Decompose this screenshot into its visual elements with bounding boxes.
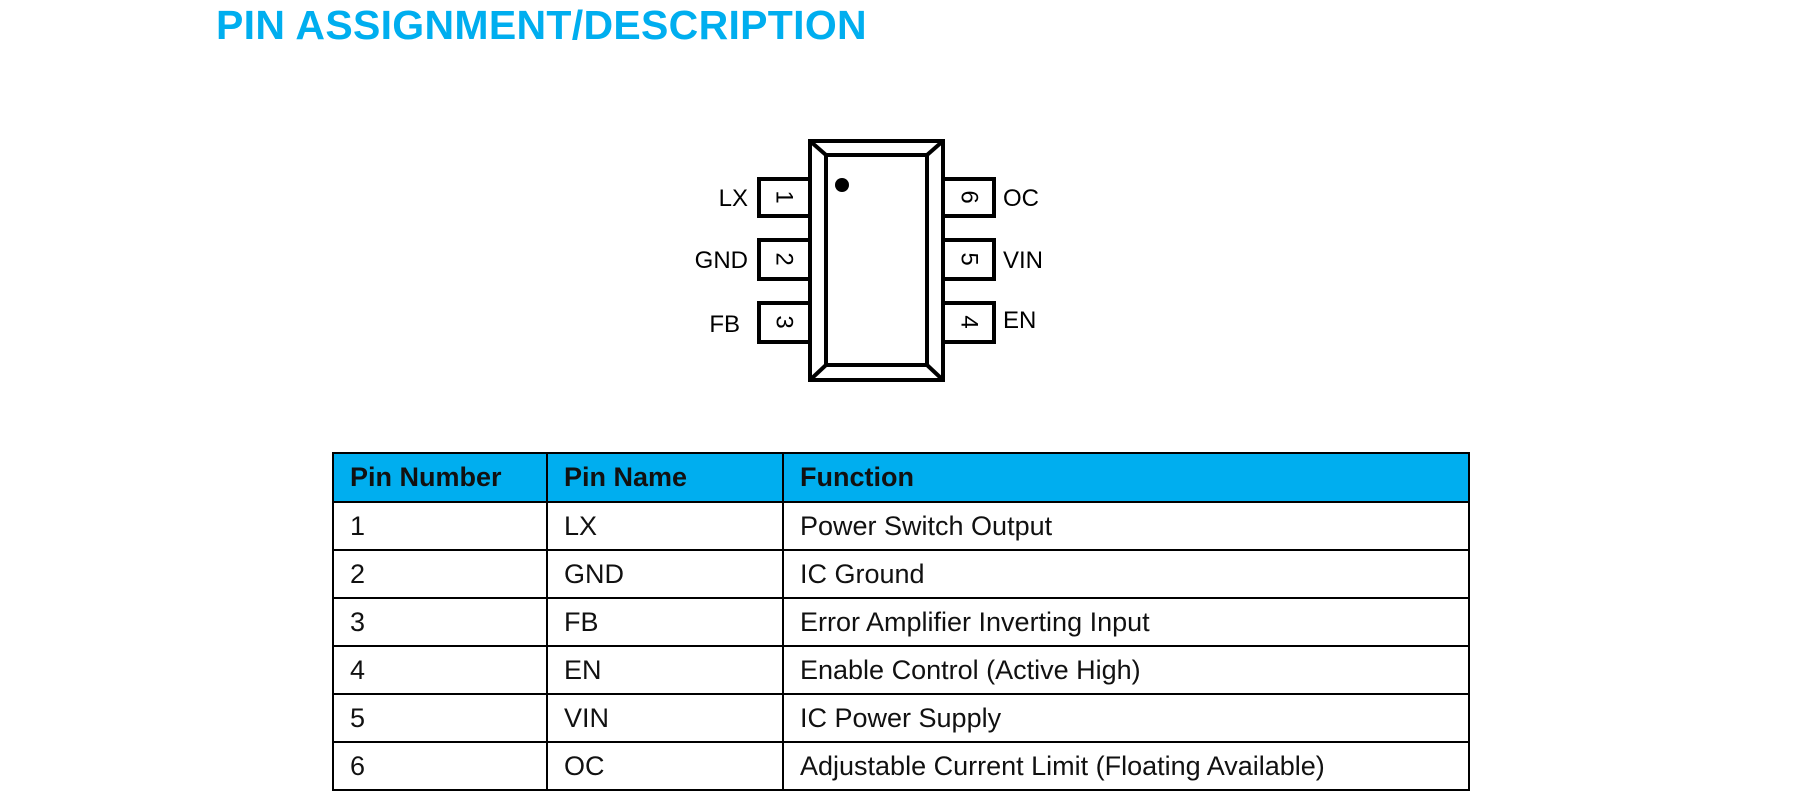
- cell-pin-name: VIN: [546, 693, 784, 743]
- cell-pin-name: FB: [546, 597, 784, 647]
- pin-4: [943, 301, 996, 344]
- cell-pin-number: 2: [332, 549, 548, 599]
- pin-1: [757, 177, 810, 218]
- pin1-indicator-dot: [835, 178, 849, 192]
- table-header-row: Pin Number Pin Name Function: [332, 452, 1470, 503]
- pin-label: EN: [1003, 307, 1036, 334]
- pin-3: [757, 301, 810, 344]
- pin-number: 1: [771, 190, 798, 203]
- pin-number: 2: [771, 252, 798, 265]
- pin-number: 4: [956, 315, 983, 328]
- cell-pin-name: LX: [546, 501, 784, 551]
- pin-2: [757, 238, 810, 281]
- cell-pin-number: 6: [332, 741, 548, 791]
- page-title: PIN ASSIGNMENT/DESCRIPTION: [216, 2, 867, 48]
- cell-pin-name: GND: [546, 549, 784, 599]
- chip-body-outline: [808, 139, 945, 382]
- cell-pin-number: 5: [332, 693, 548, 743]
- cell-pin-number: 3: [332, 597, 548, 647]
- cell-function: IC Power Supply: [782, 693, 1470, 743]
- header-function: Function: [782, 452, 1470, 503]
- chip-body-inner: [824, 153, 929, 367]
- pin-6: [943, 177, 996, 218]
- cell-function: Adjustable Current Limit (Floating Avail…: [782, 741, 1470, 791]
- pin-label: LX: [719, 185, 748, 212]
- pinout-diagram: 1 2 3 6 5 4 LX GND FB OC VIN EN: [695, 139, 1043, 382]
- pin-number: 3: [771, 315, 798, 328]
- header-pin-number: Pin Number: [332, 452, 548, 503]
- pin-label: FB: [709, 311, 740, 338]
- cell-function: Error Amplifier Inverting Input: [782, 597, 1470, 647]
- pin-number: 6: [956, 190, 983, 203]
- header-pin-name: Pin Name: [546, 452, 784, 503]
- pin-5: [943, 238, 996, 281]
- cell-pin-number: 4: [332, 645, 548, 695]
- pin-label: VIN: [1003, 247, 1043, 274]
- pin-label: OC: [1003, 185, 1039, 212]
- cell-pin-number: 1: [332, 501, 548, 551]
- cell-pin-name: EN: [546, 645, 784, 695]
- pin-number: 5: [956, 252, 983, 265]
- cell-function: Power Switch Output: [782, 501, 1470, 551]
- pin-label: GND: [695, 247, 748, 274]
- cell-pin-name: OC: [546, 741, 784, 791]
- cell-function: Enable Control (Active High): [782, 645, 1470, 695]
- cell-function: IC Ground: [782, 549, 1470, 599]
